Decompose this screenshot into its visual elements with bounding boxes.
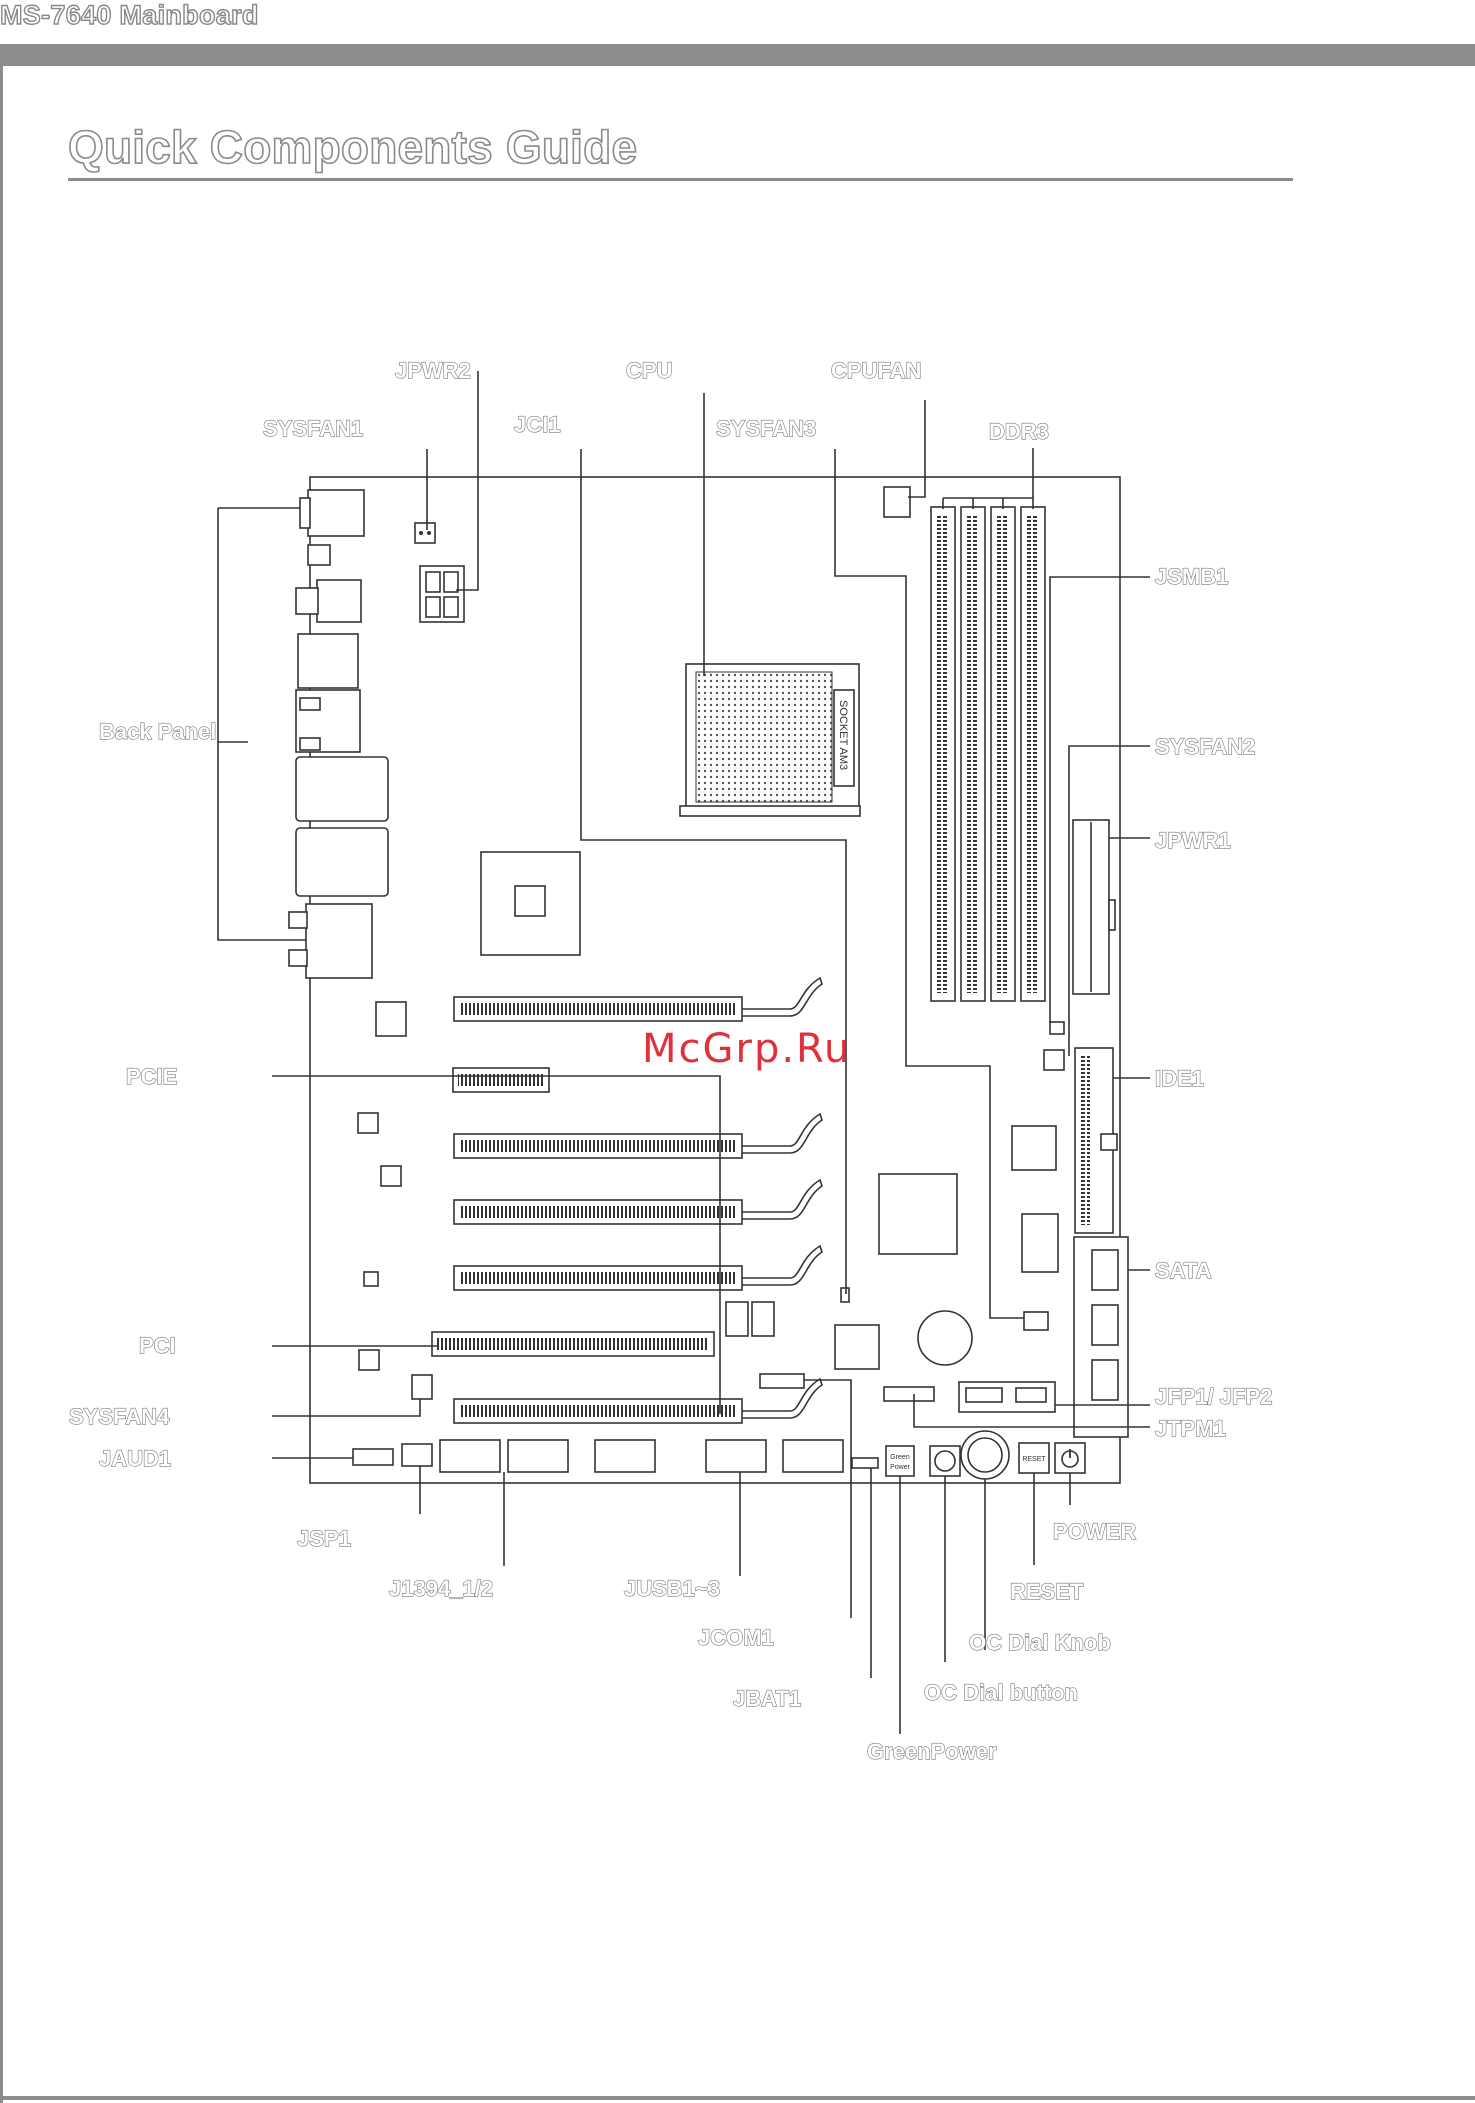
chip-small-4 xyxy=(358,1113,378,1133)
watermark: McGrp.Ru xyxy=(642,1026,851,1072)
label-oc-dial-button: OC Dial button xyxy=(924,1680,1078,1705)
cpu-socket: SOCKET AM3 xyxy=(680,664,860,816)
sysfan2-header xyxy=(1044,1050,1064,1070)
northbridge-die xyxy=(515,886,545,916)
greenpower-text-1: Green xyxy=(890,1454,910,1461)
reset-button-text: RESET xyxy=(1022,1456,1046,1463)
label-ide1: IDE1 xyxy=(1155,1066,1204,1091)
label-cpu: CPU xyxy=(626,358,672,383)
label-reset: RESET xyxy=(1010,1579,1084,1604)
jpwr2-connector xyxy=(415,523,464,622)
label-greenpower: GreenPower xyxy=(867,1739,997,1764)
jpwr1-connector xyxy=(1073,820,1115,994)
label-jsmb1: JSMB1 xyxy=(1155,564,1228,589)
socket-label: SOCKET AM3 xyxy=(837,700,849,770)
greenpower-text-2: Power xyxy=(890,1464,911,1471)
ide1-connector xyxy=(1075,1048,1117,1233)
southbridge-chip xyxy=(879,1174,957,1254)
battery xyxy=(918,1311,972,1365)
label-jci1: JCI1 xyxy=(514,412,560,437)
label-ddr3: DDR3 xyxy=(989,419,1049,444)
label-jsp1: JSP1 xyxy=(297,1526,351,1551)
chip-small-3 xyxy=(376,1002,406,1036)
cpufan-header xyxy=(884,487,910,517)
label-sata: SATA xyxy=(1155,1258,1212,1283)
sysfan3-header xyxy=(1024,1312,1048,1330)
label-pcie: PCIE xyxy=(126,1064,177,1089)
label-sysfan4: SYSFAN4 xyxy=(69,1404,170,1429)
jci1-header xyxy=(841,1288,849,1302)
label-sysfan2: SYSFAN2 xyxy=(1155,734,1255,759)
chip-small-1 xyxy=(1012,1126,1056,1170)
debug-led xyxy=(726,1302,774,1336)
label-power: POWER xyxy=(1053,1519,1136,1544)
jsmb1-header xyxy=(1050,1022,1064,1034)
sysfan4-header xyxy=(412,1375,432,1399)
label-sysfan3: SYSFAN3 xyxy=(716,416,816,441)
label-pci: PCI xyxy=(139,1333,176,1358)
chip-small-2 xyxy=(835,1325,879,1369)
back-panel-connectors xyxy=(289,490,388,978)
label-jpwr1: JPWR1 xyxy=(1155,828,1231,853)
onboard-buttons: Green Power RESET xyxy=(886,1431,1085,1479)
label-jusb: JUSB1~3 xyxy=(624,1576,720,1601)
label-sysfan1: SYSFAN1 xyxy=(263,416,363,441)
label-oc-dial-knob: OC Dial Knob xyxy=(969,1630,1111,1655)
chip-small-5 xyxy=(381,1166,401,1186)
label-jcom1: JCOM1 xyxy=(698,1625,774,1650)
label-jfp: JFP1/ JFP2 xyxy=(1155,1384,1272,1409)
label-jpwr2: JPWR2 xyxy=(395,358,471,383)
label-jbat1: JBAT1 xyxy=(733,1686,801,1711)
chip-small-7 xyxy=(359,1350,379,1370)
label-j1394: J1394_1/2 xyxy=(389,1576,493,1601)
pci-slot xyxy=(432,1332,714,1356)
bottom-headers xyxy=(353,1440,878,1472)
ddr3-slots xyxy=(931,507,1045,1001)
label-jaud1: JAUD1 xyxy=(99,1446,171,1471)
chip-small-6 xyxy=(364,1272,378,1286)
label-jtpm1: JTPM1 xyxy=(1155,1416,1226,1441)
label-cpufan: CPUFAN xyxy=(831,358,921,383)
label-back-panel: Back Panel xyxy=(99,719,216,744)
